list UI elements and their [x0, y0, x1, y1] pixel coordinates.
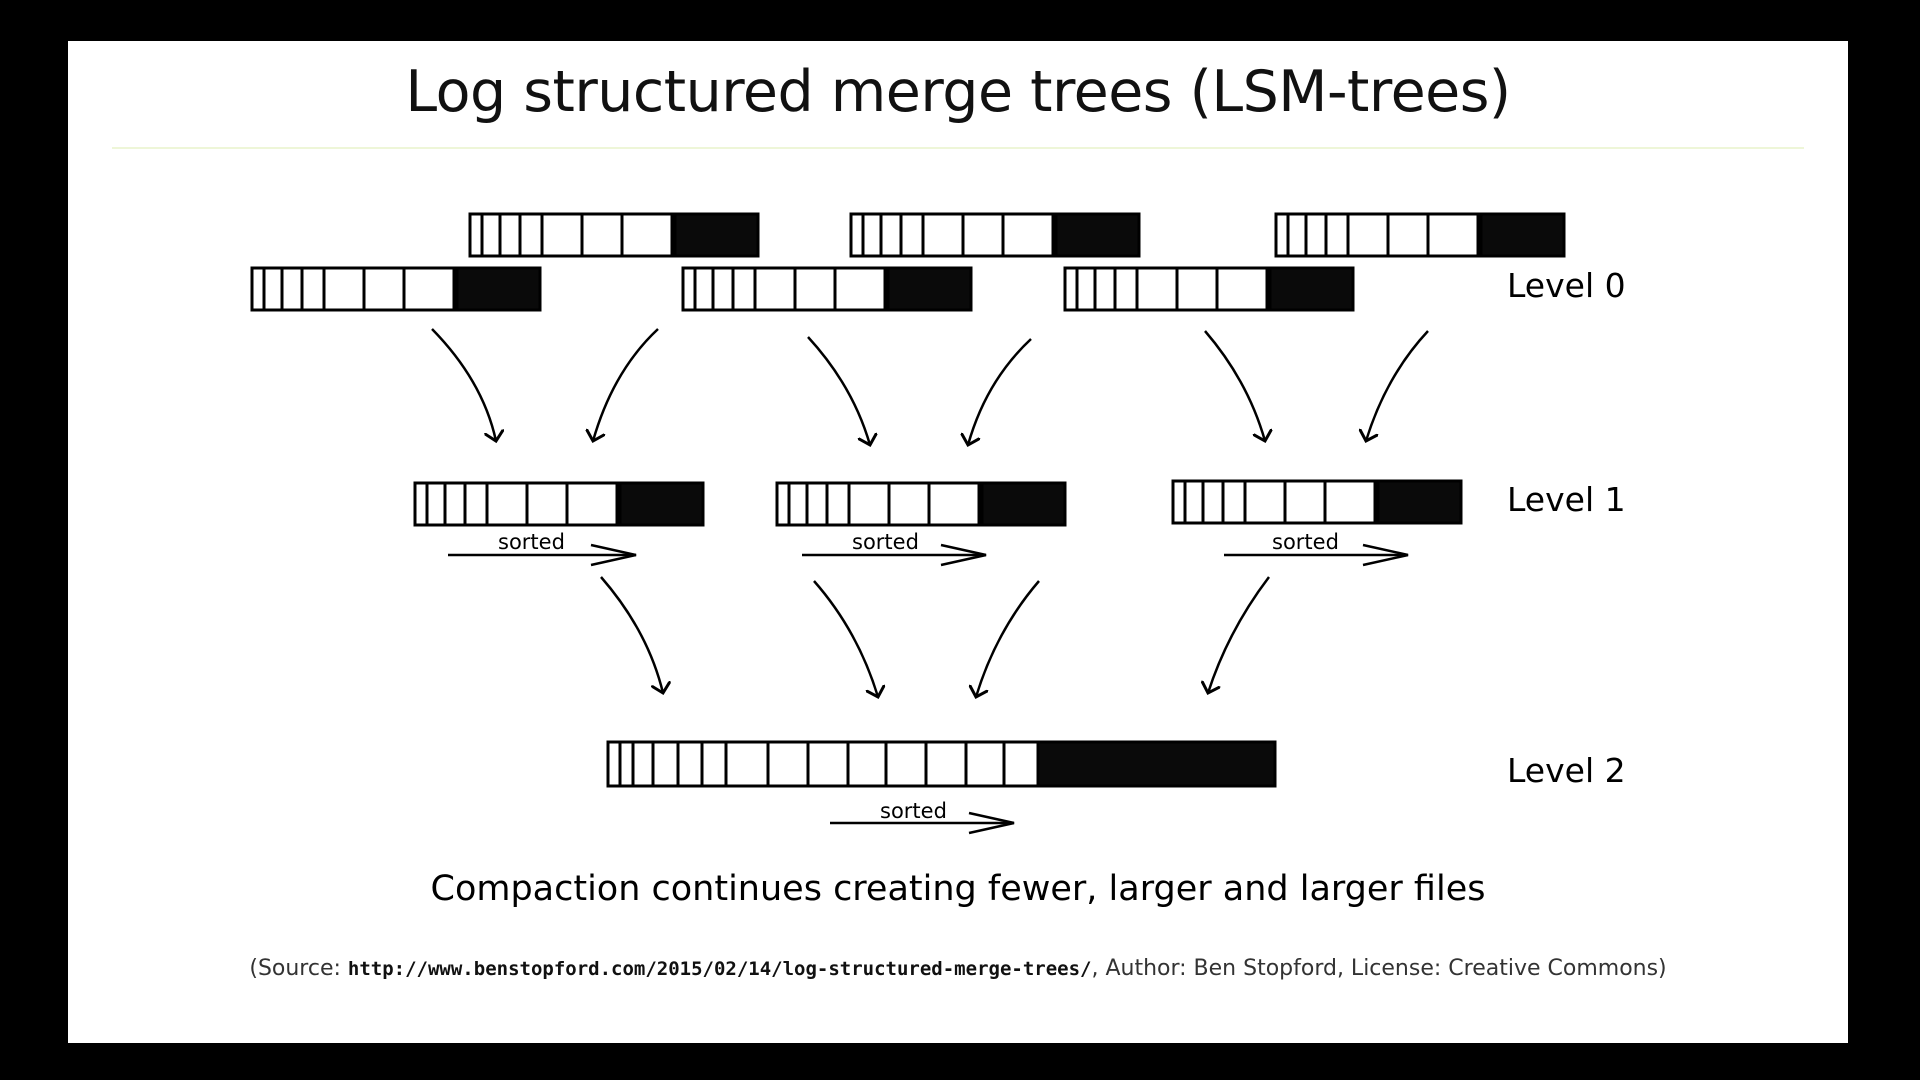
- merge-arrow-8: [813, 580, 878, 697]
- slide-title: Log structured merge trees (LSM-trees): [405, 59, 1511, 125]
- source-suffix: , Author: Ben Stopford, License: Creativ…: [1091, 956, 1667, 981]
- file-l1-1: [413, 481, 705, 527]
- sorted-label-l2: sorted: [880, 799, 947, 823]
- merge-arrow-1: [431, 328, 496, 441]
- sorted-arrow-l2: [830, 811, 1015, 835]
- file-l2: [606, 740, 1277, 788]
- merge-arrow-10: [1208, 576, 1270, 693]
- caption: Compaction continues creating fewer, lar…: [430, 869, 1486, 909]
- file-l1-2: [775, 481, 1067, 527]
- sorted-arrow-l1-b: [802, 543, 987, 567]
- merge-arrow-7: [600, 576, 663, 693]
- merge-arrow-6: [1366, 330, 1429, 441]
- lsm-diagram: Level 0 Level 1 Level 2 sorted sorted so…: [250, 212, 1626, 835]
- sorted-arrow-l1-c: [1224, 543, 1409, 567]
- level-2-label: Level 2: [1507, 751, 1626, 790]
- file-l0-bottom-3: [1063, 266, 1355, 312]
- source-line: (Source: http://www.benstopford.com/2015…: [68, 956, 1848, 981]
- level-0-label: Level 0: [1507, 266, 1626, 305]
- merge-arrow-4: [968, 338, 1032, 445]
- merge-arrow-9: [976, 580, 1040, 697]
- source-prefix: (Source:: [249, 956, 348, 981]
- source-url[interactable]: http://www.benstopford.com/2015/02/14/lo…: [347, 958, 1092, 980]
- sorted-label-l1-b: sorted: [852, 530, 919, 554]
- merge-arrow-5: [1204, 330, 1265, 441]
- file-l0-top-1: [468, 212, 760, 258]
- sorted-label-l1-a: sorted: [498, 530, 565, 554]
- file-l0-top-3: [1274, 212, 1566, 258]
- file-l0-bottom-1: [250, 266, 542, 312]
- file-l0-bottom-2: [681, 266, 973, 312]
- merge-arrow-2: [593, 328, 659, 441]
- file-l0-top-2: [849, 212, 1141, 258]
- slide: Log structured merge trees (LSM-trees) L…: [68, 41, 1848, 1043]
- level-1-label: Level 1: [1507, 480, 1626, 519]
- title-divider: [112, 147, 1804, 149]
- sorted-arrow-l1-a: [448, 543, 637, 567]
- sorted-label-l1-c: sorted: [1272, 530, 1339, 554]
- merge-arrow-3: [807, 336, 870, 445]
- file-l1-3: [1171, 479, 1463, 525]
